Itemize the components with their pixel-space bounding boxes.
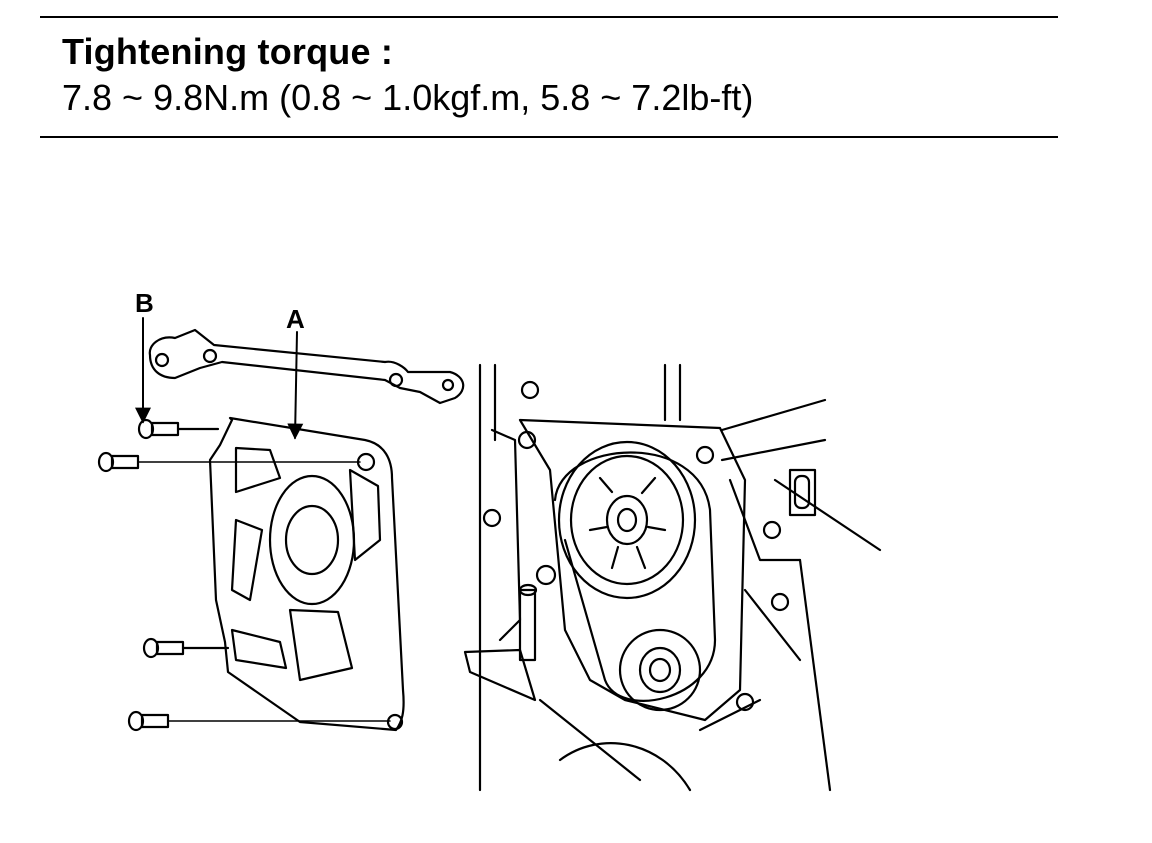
torque-spec-title: Tightening torque : — [62, 31, 394, 72]
bracket-b-part — [148, 328, 465, 405]
top-rule — [40, 16, 1058, 18]
timing-cover-a-part — [208, 416, 405, 732]
tensioner-pulley — [618, 628, 702, 712]
bolt-4 — [127, 710, 391, 732]
callout-b: B — [135, 288, 154, 318]
callout-arrows — [135, 317, 304, 440]
bolt-1 — [137, 418, 220, 440]
bottom-rule — [40, 136, 1058, 138]
bolt-2 — [97, 451, 361, 473]
torque-spec-value: 7.8 ~ 9.8N.m (0.8 ~ 1.0kgf.m, 5.8 ~ 7.2l… — [62, 77, 754, 118]
camshaft-sprocket — [557, 440, 697, 600]
torque-spec: Tightening torque : 7.8 ~ 9.8N.m (0.8 ~ … — [62, 30, 753, 120]
bolt-3 — [142, 637, 230, 659]
callout-a: A — [286, 304, 305, 334]
timing-belt — [553, 451, 717, 702]
